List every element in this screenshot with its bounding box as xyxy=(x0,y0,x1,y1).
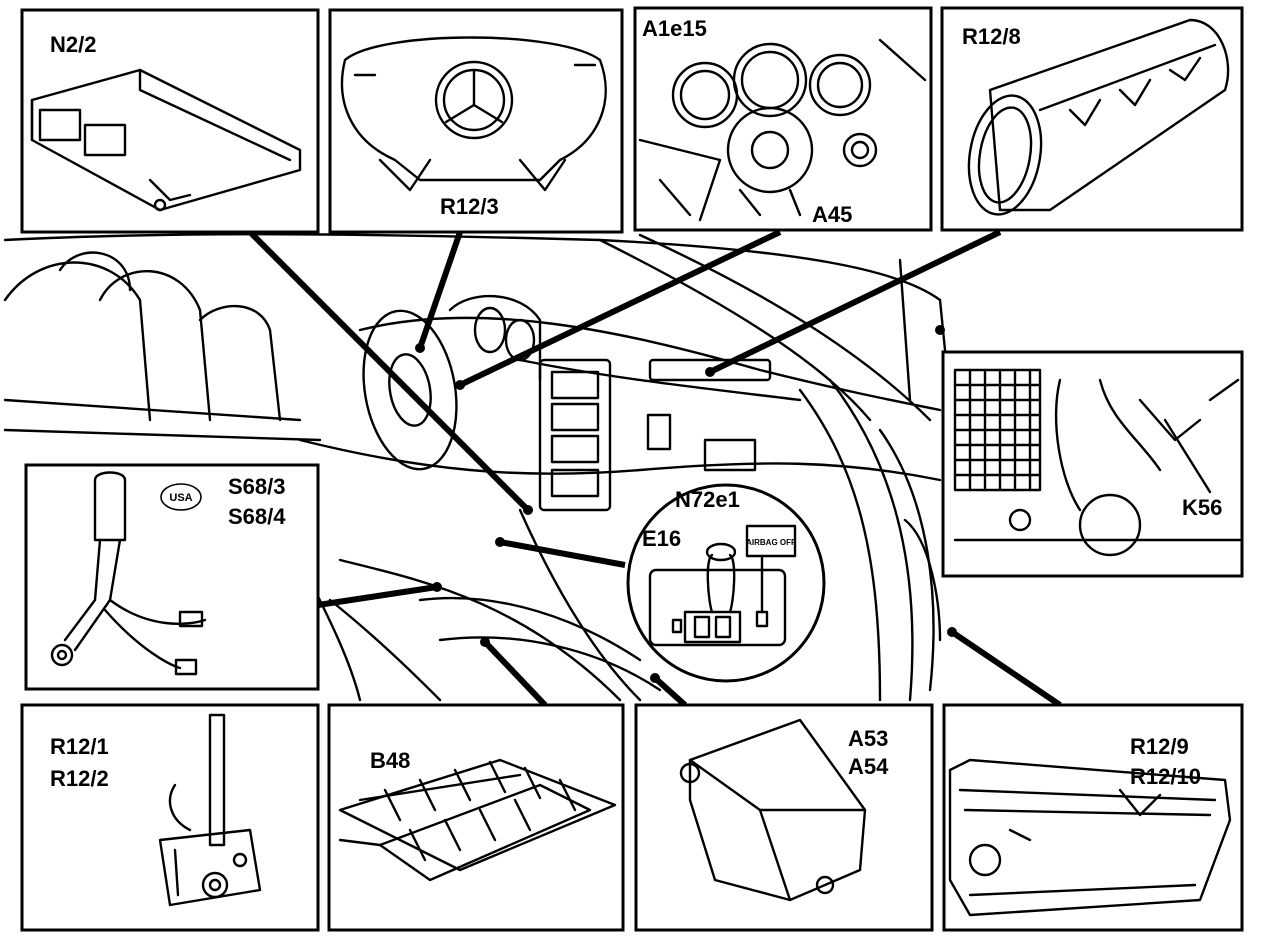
door-side-airbag-drawing xyxy=(948,758,1232,917)
panel-r12-1-2: R12/1 R12/2 xyxy=(20,703,320,932)
leader-n72e1 xyxy=(499,539,626,568)
usa-badge-text: USA xyxy=(169,492,192,504)
label-r12-1: R12/1 xyxy=(50,734,109,759)
leader-a1e15 xyxy=(458,229,782,388)
label-n2-2: N2/2 xyxy=(50,32,96,57)
label-r12-3: R12/3 xyxy=(440,194,499,219)
panel-a1e15-a45: A1e15 A45 xyxy=(633,6,933,232)
airbag-off-switch-text: AIRBAG OFF xyxy=(746,538,796,547)
label-a1e15: A1e15 xyxy=(642,16,707,41)
panel-r12-8: R12/8 xyxy=(940,6,1244,232)
center-switch-panel-drawing xyxy=(648,524,797,647)
leader-r12-3 xyxy=(417,231,463,349)
panel-n72e1-e16: N72e1 E16 AIRBAG OFF xyxy=(626,483,826,683)
leader-b48 xyxy=(482,639,548,708)
rollover-module-drawing xyxy=(679,718,867,902)
label-r12-9: R12/9 xyxy=(1130,734,1189,759)
panel-r12-3: R12/3 xyxy=(328,8,624,234)
leader-r12-8 xyxy=(708,229,1002,375)
label-s68-4: S68/4 xyxy=(228,504,286,529)
n2-2-control-unit-drawing xyxy=(30,68,302,212)
label-r12-10: R12/10 xyxy=(1130,764,1201,789)
passenger-airbag-module-drawing xyxy=(967,18,1230,216)
k56-pointer-line xyxy=(1163,418,1212,494)
leader-a53 xyxy=(652,675,688,708)
seat-belt-buckle-drawing xyxy=(50,471,207,676)
seat-occupancy-mat-drawing xyxy=(338,758,617,882)
label-a54: A54 xyxy=(848,754,889,779)
relay-compartment-drawing xyxy=(953,368,1242,557)
label-a45: A45 xyxy=(812,202,852,227)
leader-r12-9 xyxy=(950,629,1062,708)
instrument-cluster-drawing xyxy=(638,38,927,222)
label-n72e1: N72e1 xyxy=(675,487,740,512)
leader-n2-2 xyxy=(247,229,531,513)
steering-wheel-airbag-drawing xyxy=(340,36,607,192)
car-interior-drawing xyxy=(3,233,947,702)
label-e16: E16 xyxy=(642,526,681,551)
leader-s68 xyxy=(317,584,438,608)
panel-k56: K56 xyxy=(941,350,1244,578)
label-r12-8: R12/8 xyxy=(962,24,1021,49)
label-b48: B48 xyxy=(370,748,410,773)
label-s68-3: S68/3 xyxy=(228,474,286,499)
label-k56: K56 xyxy=(1182,495,1222,520)
panel-n2-2: N2/2 xyxy=(20,8,320,234)
panel-r12-9-10: R12/9 R12/10 xyxy=(942,703,1244,932)
leader-lines xyxy=(247,229,1062,708)
usa-badge-outline xyxy=(160,483,202,511)
label-a53: A53 xyxy=(848,726,888,751)
panel-b48: B48 xyxy=(327,703,625,932)
panel-a53-a54: A53 A54 xyxy=(634,703,934,932)
label-r12-2: R12/2 xyxy=(50,766,109,791)
panel-s68: USA S68/3 S68/4 xyxy=(24,463,320,691)
belt-tensioner-drawing xyxy=(158,713,262,907)
